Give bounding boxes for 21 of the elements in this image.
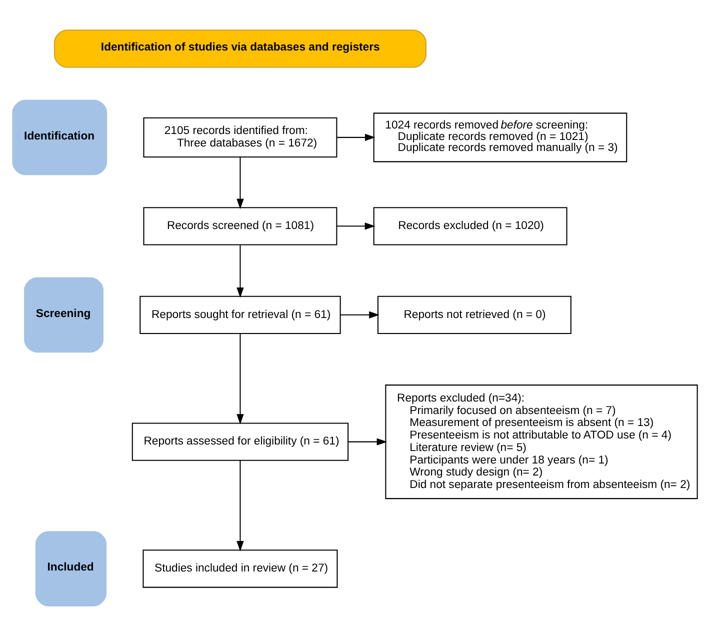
arrow	[236, 334, 244, 424]
node-box: Records screened (n = 1081)	[143, 207, 338, 246]
node-box: Included	[35, 531, 107, 606]
arrow	[336, 134, 376, 142]
node-box: 2105 records identified from: Three databases (n = 1672)	[143, 117, 338, 158]
arrow	[336, 222, 376, 230]
arrow	[236, 460, 244, 552]
node-box: Reports sought for retrieval (n = 61)	[140, 296, 341, 334]
arrow	[236, 245, 244, 298]
arrow	[340, 311, 380, 319]
node-box: Studies included in review (n = 27)	[142, 550, 338, 588]
node-box: Screening	[24, 277, 104, 353]
node-box: 1024 records removed before screening: Duplicate records removed (n = 1021) Duplicate records removed manually (n = 3)	[373, 112, 628, 162]
node-box: Identification of studies via databases and registers	[54, 30, 426, 68]
node-box: Reports excluded (n=34): Primarily focused on absenteeism (n = 7) Measurement of presenteeism is absent (n = 13) Presenteeism is not attributable to ATOD use (n = 4) Literature review (n= 5) Participants were under 18 years (n= 1) Wrong study design (n= 2) Did not separate presenteeism from absenteeism (n= 2)	[385, 384, 698, 500]
arrow	[236, 157, 244, 210]
arrow	[348, 438, 388, 446]
node-box: Records excluded (n = 1020)	[373, 207, 568, 246]
node-box: Reports assessed for eligibility (n = 61)	[132, 422, 349, 461]
node-box: Reports not retrieved (n = 0)	[377, 296, 572, 334]
node-box: Identification	[12, 100, 108, 176]
